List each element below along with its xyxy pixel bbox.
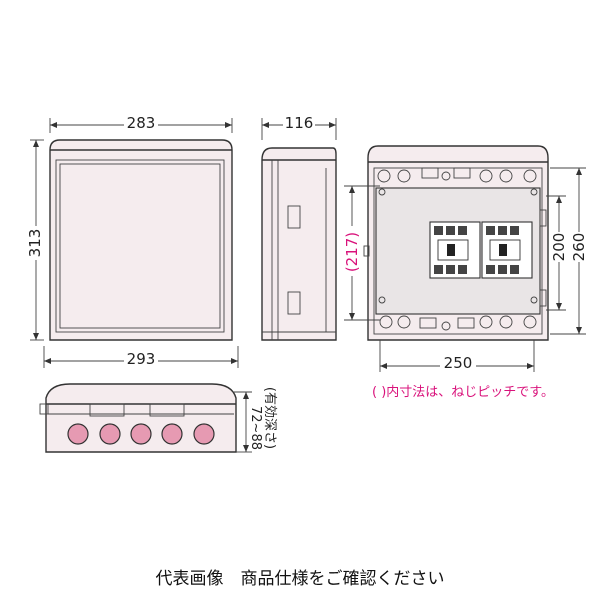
knockout-hole <box>161 423 183 445</box>
rear-outer-label: 260 <box>570 233 588 262</box>
dim-bottom-width: 293 <box>43 346 239 368</box>
front-view <box>49 139 233 341</box>
dim-front-width: 283 <box>49 114 233 133</box>
breaker-left <box>429 221 481 279</box>
effective-depth-note: (有効深さ) <box>262 387 277 449</box>
dim-rear-pitch: (217) <box>342 185 380 321</box>
rear-inner-label: 200 <box>550 233 568 262</box>
bottom-view <box>39 383 237 453</box>
knockout-hole <box>130 423 152 445</box>
knockout-hole <box>193 423 215 445</box>
dim-side-depth: 116 <box>261 114 337 140</box>
screw-pitch-note: ( )内寸法は、ねじピッチです。 <box>372 384 554 400</box>
front-width-label: 283 <box>127 114 156 132</box>
knockout-hole <box>99 423 121 445</box>
dim-front-height: 313 <box>26 139 45 341</box>
rear-width-label: 250 <box>444 354 473 372</box>
dim-effective-depth: 72~88 (有効深さ) <box>234 387 277 453</box>
dim-rear-inner: 200 <box>546 195 568 311</box>
dim-rear-width: 250 <box>379 340 535 372</box>
knockout-hole <box>67 423 89 445</box>
bottom-width-label: 293 <box>127 350 156 368</box>
effective-depth-label: 72~88 <box>248 406 263 450</box>
side-view <box>261 147 337 341</box>
breaker-right <box>481 221 533 279</box>
front-height-label: 313 <box>26 229 44 258</box>
side-depth-label: 116 <box>285 114 314 132</box>
representative-image-caption: 代表画像 商品仕様をご確認ください <box>156 569 445 589</box>
rear-pitch-label: (217) <box>343 232 361 272</box>
dim-rear-outer: 260 <box>550 167 588 335</box>
